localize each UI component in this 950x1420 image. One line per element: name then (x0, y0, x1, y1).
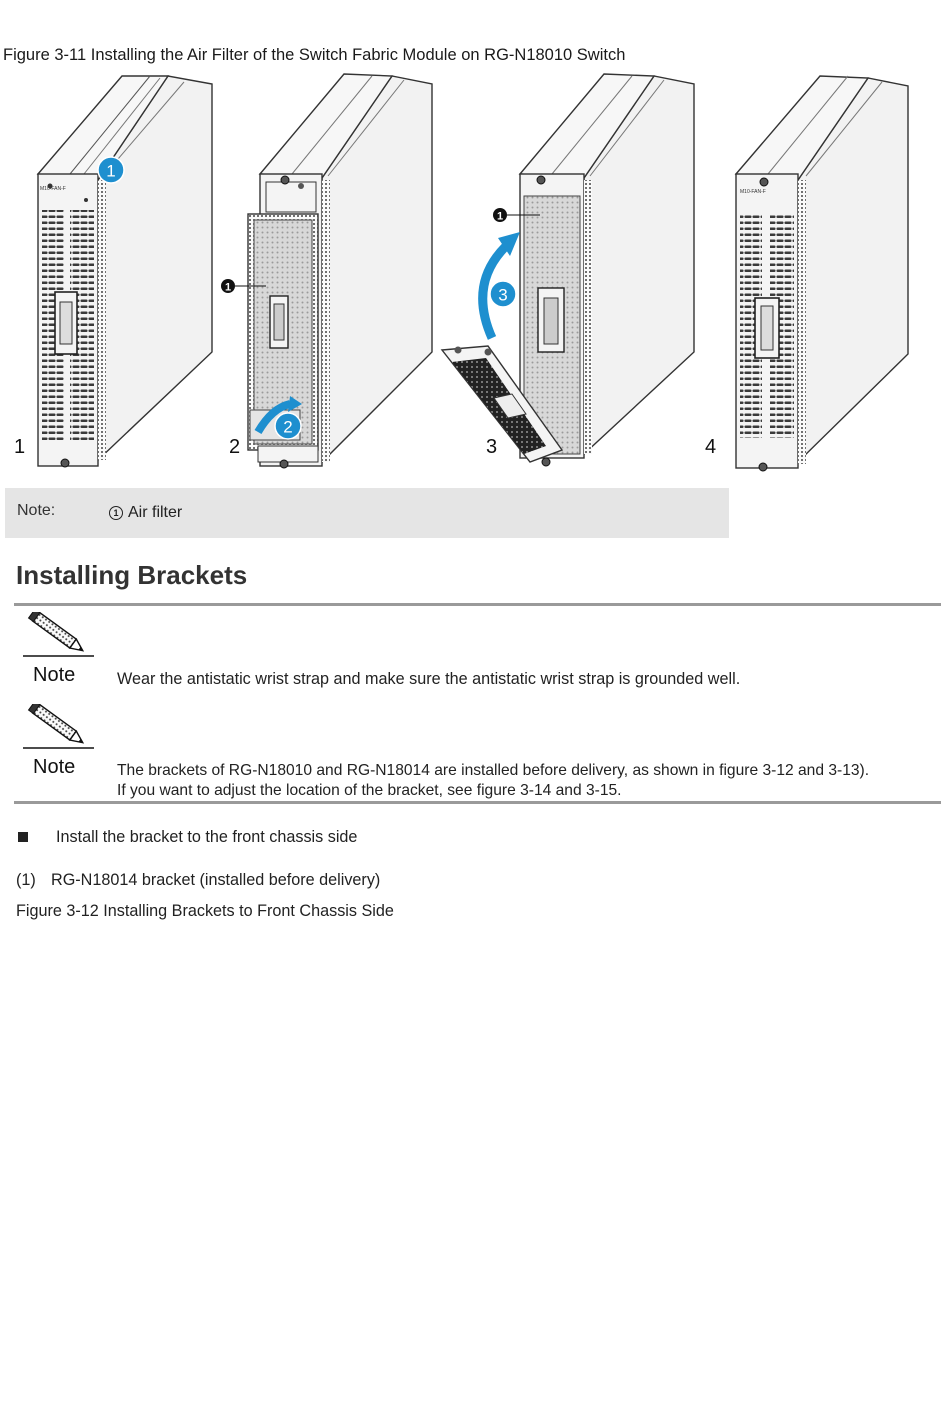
note-2-text-line-2: If you want to adjust the location of th… (117, 782, 622, 799)
step-label-4: 4 (705, 436, 717, 458)
callout-1-label: 1 (106, 162, 115, 181)
section-heading: Installing Brackets (16, 560, 248, 590)
numbered-item-text: RG-N18014 bracket (installed before deli… (51, 871, 381, 889)
figure-illustration: 1 1 (36, 73, 909, 472)
air-filter-marker-step-3: 1 (497, 211, 503, 223)
bullet-square-icon (18, 832, 28, 842)
note-2-text-line-1: The brackets of RG-N18010 and RG-N18014 … (117, 762, 870, 779)
figure-3-11-caption: Figure 3-11 Installing the Air Filter of… (3, 46, 626, 64)
callout-2-label: 2 (283, 418, 292, 437)
bullet-text: Install the bracket to the front chassis… (56, 828, 358, 846)
callout-1: 1 (97, 156, 125, 184)
figure-note-item: 1 Air filter (109, 504, 182, 522)
air-filter-installation-figure: 1 1 (0, 70, 950, 482)
step-label-3: 3 (486, 436, 498, 458)
chassis-step-4 (734, 75, 909, 472)
pencil-icon (23, 700, 94, 749)
step-label-1: 1 (14, 436, 26, 458)
pencil-icon (23, 608, 94, 657)
note-1-text: Wear the antistatic wrist strap and make… (117, 670, 741, 688)
chassis-step-3: 1 (440, 73, 695, 467)
figure-note-item-text: Air filter (128, 504, 183, 521)
figure-3-12-caption: Figure 3-12 Installing Brackets to Front… (16, 902, 394, 920)
numbered-item-number: (1) (16, 871, 36, 889)
module-label-step-1: M10-FAN-F (40, 186, 66, 192)
section-rule-top (14, 603, 941, 606)
section-rule-bottom (14, 801, 941, 804)
chassis-step-1 (36, 75, 213, 468)
callout-3-label: 3 (498, 286, 507, 305)
figure-note-label: Note: (17, 502, 56, 519)
callout-3: 3 (489, 280, 517, 308)
module-label-step-4: M10-FAN-F (740, 189, 766, 195)
air-filter-marker-step-2: 1 (225, 282, 231, 294)
note-1-icon-block: Note (22, 608, 96, 690)
note-1-label: Note (33, 664, 76, 686)
callout-2: 2 (274, 412, 302, 440)
note-2-icon-block: Note (22, 700, 96, 782)
circled-number-icon: 1 (109, 506, 123, 520)
step-label-2: 2 (229, 436, 241, 458)
figure-note-box: Note: 1 Air filter (5, 488, 729, 538)
chassis-step-2: 1 (221, 73, 433, 469)
note-2-label: Note (33, 756, 76, 778)
